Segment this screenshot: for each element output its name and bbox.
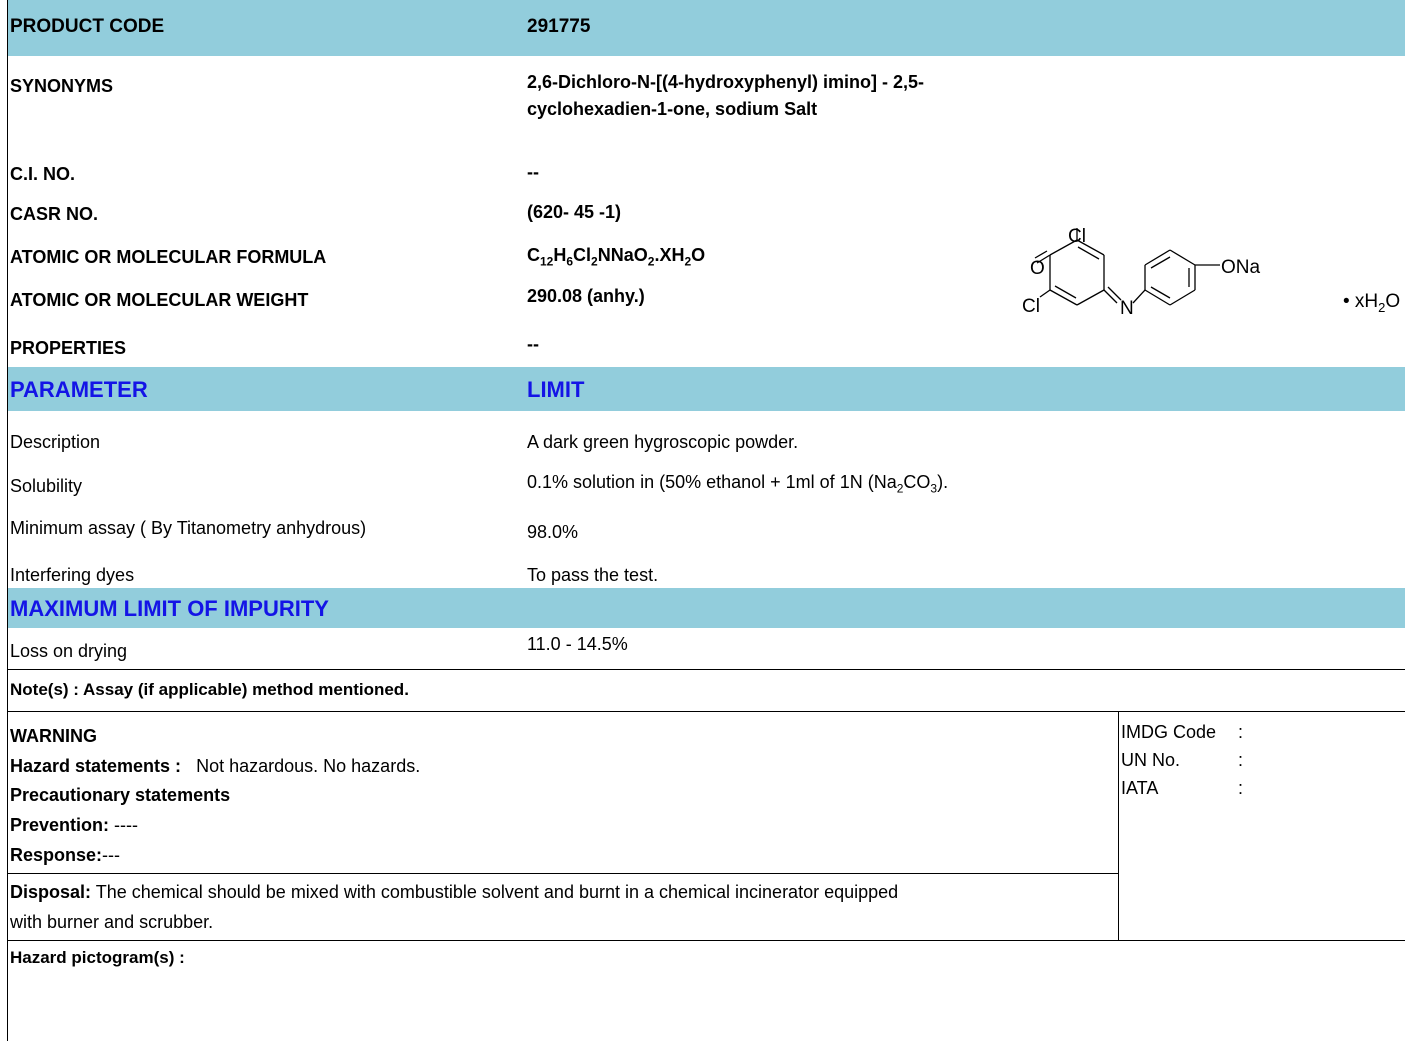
hazard-pictogram-label: Hazard pictogram(s) : — [10, 948, 185, 967]
un-no: UN No.: — [1121, 750, 1244, 770]
limit-header: LIMIT — [527, 377, 585, 402]
casr-no-label: CASR NO. — [10, 204, 99, 224]
synonyms-line1: 2,6-Dichloro-N-[(4-hydroxyphenyl) imino]… — [527, 72, 925, 92]
note-bottom-line — [7, 711, 1405, 712]
pictogram-top-line — [7, 940, 1405, 941]
param-interfering-dyes: Interfering dyes — [10, 565, 135, 585]
hydrate-label: • xH2O — [1343, 291, 1400, 315]
impurity-band — [8, 588, 1405, 628]
hazard-statements: Hazard statements : Not hazardous. No ha… — [10, 756, 421, 776]
atom-o: O — [1030, 258, 1045, 279]
impurity-header: MAXIMUM LIMIT OF IMPURITY — [10, 596, 329, 621]
limit-interfering-dyes: To pass the test. — [527, 565, 659, 585]
casr-no-value: (620- 45 -1) — [527, 202, 622, 222]
param-assay: Minimum assay ( By Titanometry anhydrous… — [10, 518, 367, 538]
atom-ona: ONa — [1221, 257, 1261, 278]
product-code-label: PRODUCT CODE — [10, 16, 165, 37]
limit-loss-on-drying: 11.0 - 14.5% — [527, 634, 628, 654]
weight-label: ATOMIC OR MOLECULAR WEIGHT — [10, 290, 309, 310]
param-solubility: Solubility — [10, 476, 83, 496]
parameter-band — [8, 367, 1405, 411]
product-code-value: 291775 — [527, 16, 591, 37]
param-description: Description — [10, 432, 101, 452]
note-top-line — [7, 669, 1405, 670]
product-code-band — [8, 0, 1405, 56]
transport-divider — [1118, 711, 1119, 940]
atom-cl-bottom: Cl — [1022, 296, 1040, 317]
limit-assay: 98.0% — [527, 522, 579, 542]
weight-value: 290.08 (anhy.) — [527, 286, 645, 306]
warning-label: WARNING — [10, 726, 97, 746]
chemical-structure: Cl O Cl N ONa • xH2O — [1022, 226, 1400, 319]
limit-description: A dark green hygroscopic powder. — [527, 432, 799, 452]
param-loss-on-drying: Loss on drying — [10, 641, 128, 661]
left-border — [7, 0, 8, 1041]
properties-value: -- — [527, 334, 539, 354]
parameter-header: PARAMETER — [10, 377, 148, 402]
limit-solubility: 0.1% solution in (50% ethanol + 1ml of 1… — [527, 472, 949, 496]
note-text: Note(s) : Assay (if applicable) method m… — [10, 680, 409, 699]
atom-n: N — [1120, 298, 1134, 319]
synonyms-line2: cyclohexadien-1-one, sodium Salt — [527, 99, 818, 119]
atom-cl-top: Cl — [1068, 226, 1086, 247]
synonyms-label: SYNONYMS — [10, 76, 114, 96]
disposal-top-line — [7, 873, 1118, 874]
formula-label: ATOMIC OR MOLECULAR FORMULA — [10, 247, 327, 267]
ci-no-value: -- — [527, 162, 539, 182]
properties-label: PROPERTIES — [10, 338, 127, 358]
prevention-line: Prevention: ---- — [10, 815, 139, 835]
iata: IATA: — [1121, 778, 1244, 798]
disposal-line1: Disposal: The chemical should be mixed w… — [10, 882, 899, 902]
precautionary-label: Precautionary statements — [10, 785, 231, 805]
formula-value: C12H6Cl2NNaO2.XH2O — [527, 245, 706, 269]
ci-no-label: C.I. NO. — [10, 164, 76, 184]
response-line: Response:--- — [10, 845, 121, 865]
imdg-code: IMDG Code: — [1121, 722, 1244, 742]
disposal-line2: with burner and scrubber. — [10, 912, 214, 932]
